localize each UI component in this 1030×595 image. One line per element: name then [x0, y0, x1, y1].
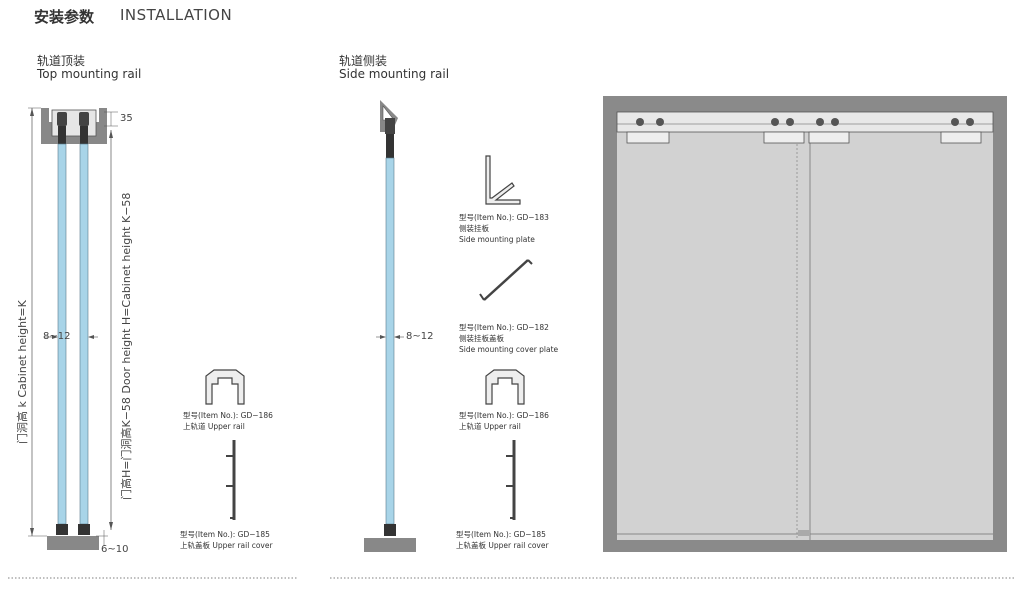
side-mount-title-en: Side mounting rail	[339, 67, 450, 81]
item-name: 上轨盖板 Upper rail cover	[456, 541, 549, 550]
caption-gd186-right: 型号(Item No.): GD−186 上轨道 Upper rail	[459, 410, 549, 432]
item-name-en: Side mounting plate	[459, 235, 535, 244]
item-number: 型号(Item No.): GD−185	[456, 530, 546, 539]
gd183-profile	[485, 155, 521, 205]
side-mount-diagram	[364, 100, 416, 552]
caption-gd183: 型号(Item No.): GD−183 侧装挂板 Side mounting …	[459, 212, 549, 245]
page-title-en: INSTALLATION	[120, 6, 233, 24]
item-number: 型号(Item No.): GD−186	[459, 411, 549, 420]
dim-bottom-gap: 6~10	[101, 544, 129, 555]
gd185-profile-right	[506, 440, 516, 520]
dim-glass-gap-right: 8~12	[406, 331, 434, 342]
top-mount-title-cn: 轨道顶装	[37, 54, 86, 68]
dim-door-height: 门高H=门洞高K−58 Door height H=Cabinet height…	[120, 192, 133, 500]
dim-cabinet-height: 门洞高 k Cabinet height=K	[16, 300, 29, 444]
side-mount-title-cn: 轨道侧装	[339, 54, 388, 68]
item-name-en: Side mounting cover plate	[459, 345, 559, 354]
item-name-cn: 侧装挂板	[459, 224, 489, 233]
item-number: 型号(Item No.): GD−186	[183, 411, 273, 420]
top-mount-title-en: Top mounting rail	[37, 67, 142, 81]
item-name-cn: 侧装挂板盖板	[459, 334, 504, 343]
top-mount-diagram	[28, 107, 118, 550]
caption-gd182: 型号(Item No.): GD−182 侧装挂板盖板 Side mountin…	[459, 322, 558, 355]
cabinet-front-view	[603, 96, 1007, 552]
gd185-profile-left	[226, 440, 236, 520]
gd186-profile-left	[205, 369, 245, 405]
item-number: 型号(Item No.): GD−185	[180, 530, 270, 539]
gd182-profile	[479, 259, 533, 301]
item-number: 型号(Item No.): GD−183	[459, 213, 549, 222]
dim-top-gap: 35	[120, 113, 133, 124]
caption-gd185-left: 型号(Item No.): GD−185 上轨盖板 Upper rail cov…	[180, 529, 273, 551]
page-title-cn: 安装参数	[34, 8, 95, 26]
item-name: 上轨盖板 Upper rail cover	[180, 541, 273, 550]
gd186-profile-right	[485, 369, 525, 405]
caption-gd185-right: 型号(Item No.): GD−185 上轨盖板 Upper rail cov…	[456, 529, 549, 551]
dim-glass-gap-left: 8~12	[43, 331, 71, 342]
item-name: 上轨道 Upper rail	[459, 422, 521, 431]
item-number: 型号(Item No.): GD−182	[459, 323, 549, 332]
caption-gd186-left: 型号(Item No.): GD−186 上轨道 Upper rail	[183, 410, 273, 432]
item-name: 上轨道 Upper rail	[183, 422, 245, 431]
